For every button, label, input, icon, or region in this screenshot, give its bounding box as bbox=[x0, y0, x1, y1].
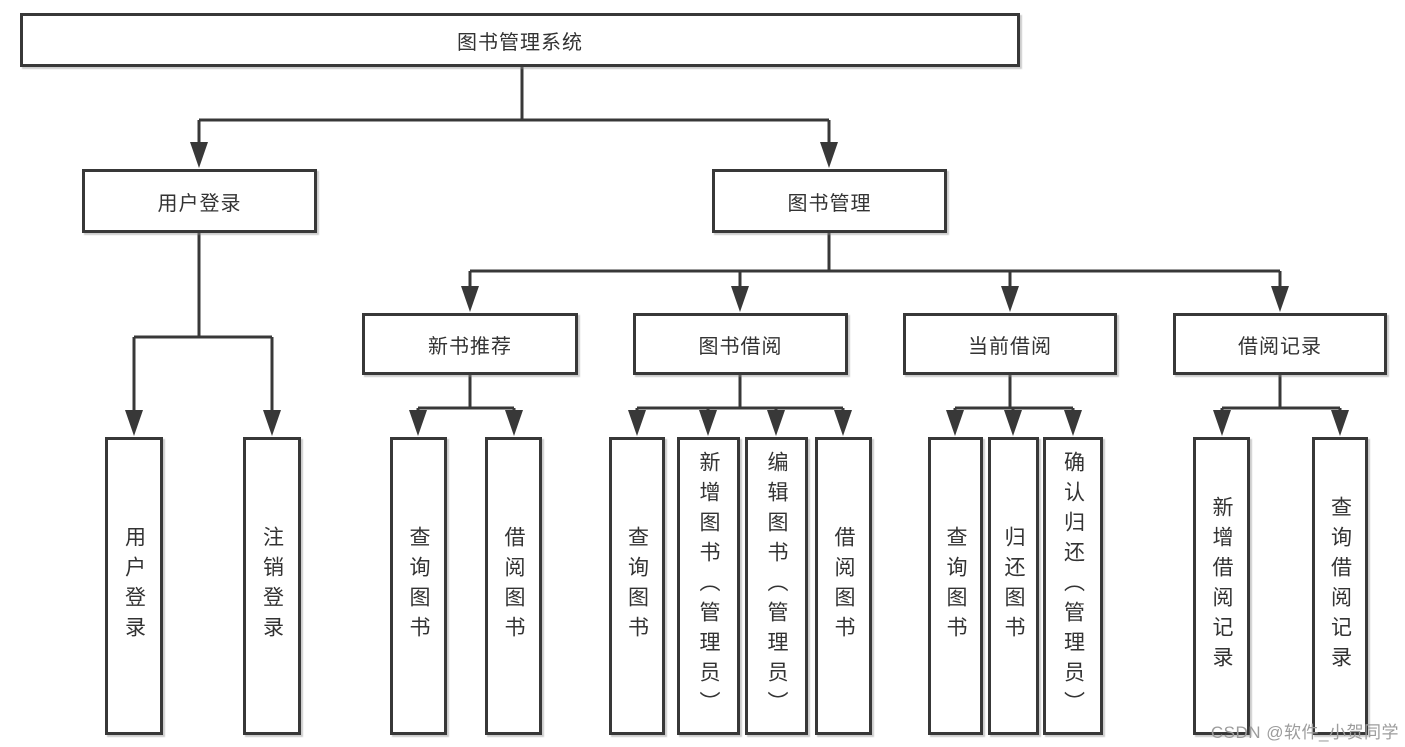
node-book-management-label: 图书管理 bbox=[787, 192, 872, 215]
arrowhead bbox=[946, 410, 964, 436]
edge-book-management-children bbox=[468, 233, 1282, 288]
node-current-borrowing: 当前借阅 bbox=[903, 313, 1117, 375]
arrowhead bbox=[820, 142, 838, 168]
leaf-borrow-query-book-label: 查询图书 bbox=[625, 526, 649, 646]
leaf-borrow-edit-book-label: 编辑图书（管理员） bbox=[765, 451, 788, 721]
leaf-borrow-edit-book: 编辑图书（管理员） bbox=[745, 437, 808, 735]
leaf-records-query-record-label: 查询借阅记录 bbox=[1328, 496, 1352, 676]
node-borrowing-records: 借阅记录 bbox=[1173, 313, 1387, 375]
node-new-book-recommend: 新书推荐 bbox=[362, 313, 578, 375]
leaf-borrow-borrow-book: 借阅图书 bbox=[815, 437, 872, 735]
leaf-user-login: 用户登录 bbox=[105, 437, 163, 735]
arrowhead bbox=[1213, 410, 1231, 436]
arrowhead bbox=[1004, 410, 1022, 436]
node-borrowing-records-label: 借阅记录 bbox=[1238, 335, 1322, 358]
arrowhead bbox=[125, 410, 143, 436]
leaf-borrow-add-book-label: 新增图书（管理员） bbox=[697, 451, 720, 721]
edge-root-children bbox=[197, 67, 831, 146]
leaf-borrow-query-book: 查询图书 bbox=[609, 437, 665, 735]
arrowhead bbox=[1331, 410, 1349, 436]
csdn-watermark: CSDN @软件_小贺同学 bbox=[1210, 723, 1399, 742]
leaf-current-confirm-return-label: 确认归还（管理员） bbox=[1061, 451, 1085, 721]
leaf-recommend-query-book: 查询图书 bbox=[390, 437, 447, 735]
leaf-borrow-borrow-book-label: 借阅图书 bbox=[832, 526, 855, 646]
arrowhead bbox=[505, 410, 523, 436]
node-book-borrowing-label: 图书借阅 bbox=[698, 335, 783, 358]
leaf-current-query-book-label: 查询图书 bbox=[944, 526, 967, 646]
leaf-current-confirm-return: 确认归还（管理员） bbox=[1043, 437, 1103, 735]
arrowhead bbox=[628, 410, 646, 436]
leaf-records-add-record: 新增借阅记录 bbox=[1193, 437, 1250, 735]
leaf-user-login-label: 用户登录 bbox=[122, 526, 146, 646]
node-book-borrowing: 图书借阅 bbox=[633, 313, 848, 375]
edge-current-borrowing-children bbox=[953, 375, 1075, 412]
arrowhead bbox=[1064, 410, 1082, 436]
node-book-management: 图书管理 bbox=[712, 169, 947, 233]
leaf-current-return-book-label: 归还图书 bbox=[1002, 526, 1025, 646]
leaf-logout-label: 注销登录 bbox=[260, 526, 284, 646]
node-user-login-label: 用户登录 bbox=[157, 192, 242, 215]
node-current-borrowing-label: 当前借阅 bbox=[968, 335, 1052, 358]
leaf-logout: 注销登录 bbox=[243, 437, 301, 735]
edge-new-book-recommend-children bbox=[416, 375, 516, 412]
leaf-borrow-add-book: 新增图书（管理员） bbox=[677, 437, 740, 735]
arrowhead bbox=[1001, 286, 1019, 312]
edge-user-login-children bbox=[132, 233, 274, 412]
arrowhead bbox=[699, 410, 717, 436]
arrowhead bbox=[409, 410, 427, 436]
arrowhead bbox=[461, 286, 479, 312]
leaf-recommend-borrow-book: 借阅图书 bbox=[485, 437, 542, 735]
leaf-records-add-record-label: 新增借阅记录 bbox=[1210, 496, 1233, 676]
node-user-login: 用户登录 bbox=[82, 169, 317, 233]
leaf-current-query-book: 查询图书 bbox=[928, 437, 983, 735]
leaf-current-return-book: 归还图书 bbox=[988, 437, 1039, 735]
node-root: 图书管理系统 bbox=[20, 13, 1020, 67]
arrowhead bbox=[731, 286, 749, 312]
node-root-label: 图书管理系统 bbox=[457, 31, 583, 54]
leaf-recommend-query-book-label: 查询图书 bbox=[407, 526, 430, 646]
leaf-recommend-borrow-book-label: 借阅图书 bbox=[502, 526, 525, 646]
node-new-book-recommend-label: 新书推荐 bbox=[428, 335, 512, 358]
edge-borrowing-records-children bbox=[1220, 375, 1342, 412]
arrowheads bbox=[125, 142, 1349, 436]
connector-elbows bbox=[132, 67, 1342, 412]
arrowhead bbox=[767, 410, 785, 436]
arrowhead bbox=[263, 410, 281, 436]
arrowhead bbox=[190, 142, 208, 168]
arrowhead bbox=[1271, 286, 1289, 312]
edge-book-borrowing-children bbox=[635, 375, 845, 412]
arrowhead bbox=[834, 410, 852, 436]
leaf-records-query-record: 查询借阅记录 bbox=[1312, 437, 1368, 735]
